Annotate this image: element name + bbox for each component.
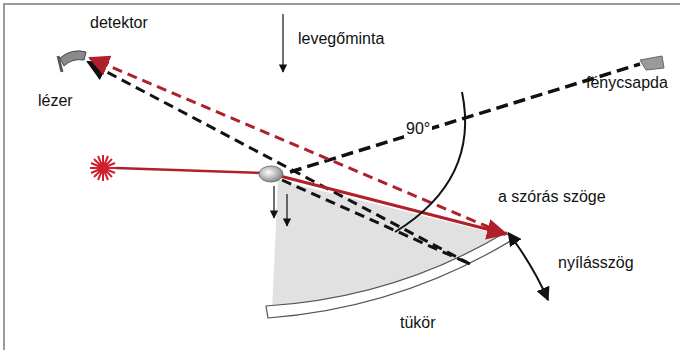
laser-source	[90, 155, 116, 181]
detector-mount	[58, 56, 62, 72]
light-trap-label: fénycsapda	[586, 74, 668, 92]
mirror	[266, 232, 512, 318]
frame-border	[4, 4, 680, 350]
aperture-arrow	[515, 242, 548, 300]
laser-label: lézer	[38, 92, 73, 110]
light-trap	[640, 56, 664, 70]
scattered-beam	[280, 176, 506, 234]
mirror-label: tükör	[400, 314, 436, 332]
scatter-angle-arc	[395, 92, 465, 232]
reflected-beam	[88, 62, 470, 264]
air-flow-arrow	[273, 186, 274, 218]
scattered-beam-dashed	[90, 58, 505, 234]
air-flow-arrow	[286, 194, 287, 226]
aperture-label: nyílásszög	[558, 254, 634, 272]
detector-label: detektor	[90, 14, 148, 32]
air-sample-label: levegőminta	[298, 30, 384, 48]
air-flow-arrow	[282, 14, 283, 72]
detector-dish	[60, 51, 86, 66]
angle-value: 90°	[404, 120, 432, 138]
particle	[259, 166, 283, 182]
laser-beam	[116, 168, 264, 173]
scatter-angle-label: a szórás szöge	[498, 188, 606, 206]
